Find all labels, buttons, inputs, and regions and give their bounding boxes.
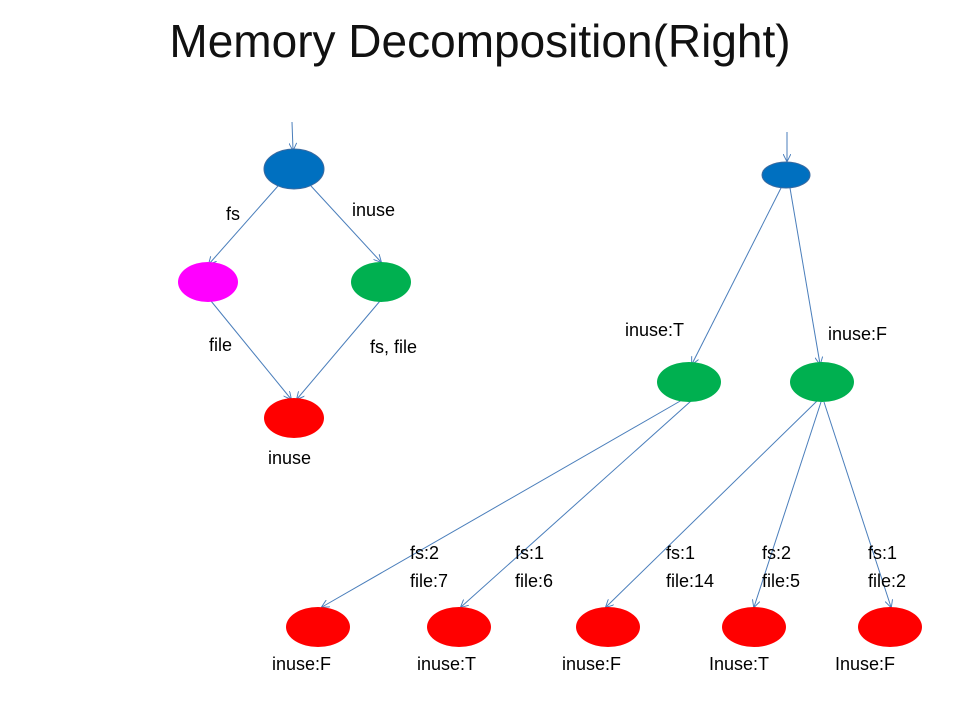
- right-leaf-node-4: [722, 607, 786, 647]
- leaf-1-node-label: inuse:F: [272, 654, 331, 674]
- right-root-node: [761, 161, 811, 189]
- right-edge-leaf-4: [754, 401, 822, 607]
- left-edge-label-inuse: inuse: [352, 200, 395, 220]
- left-root-node: [263, 148, 325, 190]
- leaf-3-file-label: file:14: [666, 571, 714, 591]
- right-leaf-node-3: [576, 607, 640, 647]
- left-edge-inuse: [310, 185, 381, 262]
- left-edge-fs-file: [297, 300, 381, 399]
- right-inuse-t-node: [657, 362, 721, 402]
- leaf-3-node-label: inuse:F: [562, 654, 621, 674]
- right-inuse-f-node: [790, 362, 854, 402]
- right-edge-leaf-5: [823, 401, 891, 607]
- right-edge-leaf-3: [606, 400, 818, 607]
- leaf-4-fs-label: fs:2: [762, 543, 791, 563]
- leaf-2-node-label: inuse:T: [417, 654, 476, 674]
- left-fs-node: [178, 262, 238, 302]
- right-edge-leaf-2: [461, 400, 692, 607]
- right-edge-inuse-f: [789, 187, 820, 364]
- leaf-2-fs-label: fs:1: [515, 543, 544, 563]
- left-inuse-node: [351, 262, 411, 302]
- page-title: Memory Decomposition(Right): [169, 15, 791, 67]
- leaf-4-file-label: file:5: [762, 571, 800, 591]
- right-edge-inuse-t: [692, 187, 782, 364]
- right-leaf-node-1: [286, 607, 350, 647]
- right-edge-label-inuse-t: inuse:T: [625, 320, 684, 340]
- leaf-5-file-label: file:2: [868, 571, 906, 591]
- leaf-4-node-label: Inuse:T: [709, 654, 769, 674]
- leaf-5-fs-label: fs:1: [868, 543, 897, 563]
- right-graph: inuse:T inuse:F fs:2 file:7 fs:1 file:6 …: [272, 132, 922, 674]
- left-bottom-node: [264, 398, 324, 438]
- leaf-5-node-label: Inuse:F: [835, 654, 895, 674]
- left-edge-label-fs: fs: [226, 204, 240, 224]
- left-graph: fs inuse file fs, file inuse: [178, 121, 417, 468]
- left-edge-file: [210, 300, 291, 399]
- left-edge-fs: [209, 185, 279, 264]
- right-edge-label-inuse-f: inuse:F: [828, 324, 887, 344]
- right-edge-leaf-1: [322, 399, 683, 607]
- leaf-3-fs-label: fs:1: [666, 543, 695, 563]
- left-edge-label-file: file: [209, 335, 232, 355]
- leaf-1-fs-label: fs:2: [410, 543, 439, 563]
- left-edge-label-fs-file: fs, file: [370, 337, 417, 357]
- left-bottom-node-label: inuse: [268, 448, 311, 468]
- leaf-2-file-label: file:6: [515, 571, 553, 591]
- right-leaf-node-5: [858, 607, 922, 647]
- left-entry-edge: [292, 121, 293, 150]
- leaf-1-file-label: file:7: [410, 571, 448, 591]
- right-leaf-node-2: [427, 607, 491, 647]
